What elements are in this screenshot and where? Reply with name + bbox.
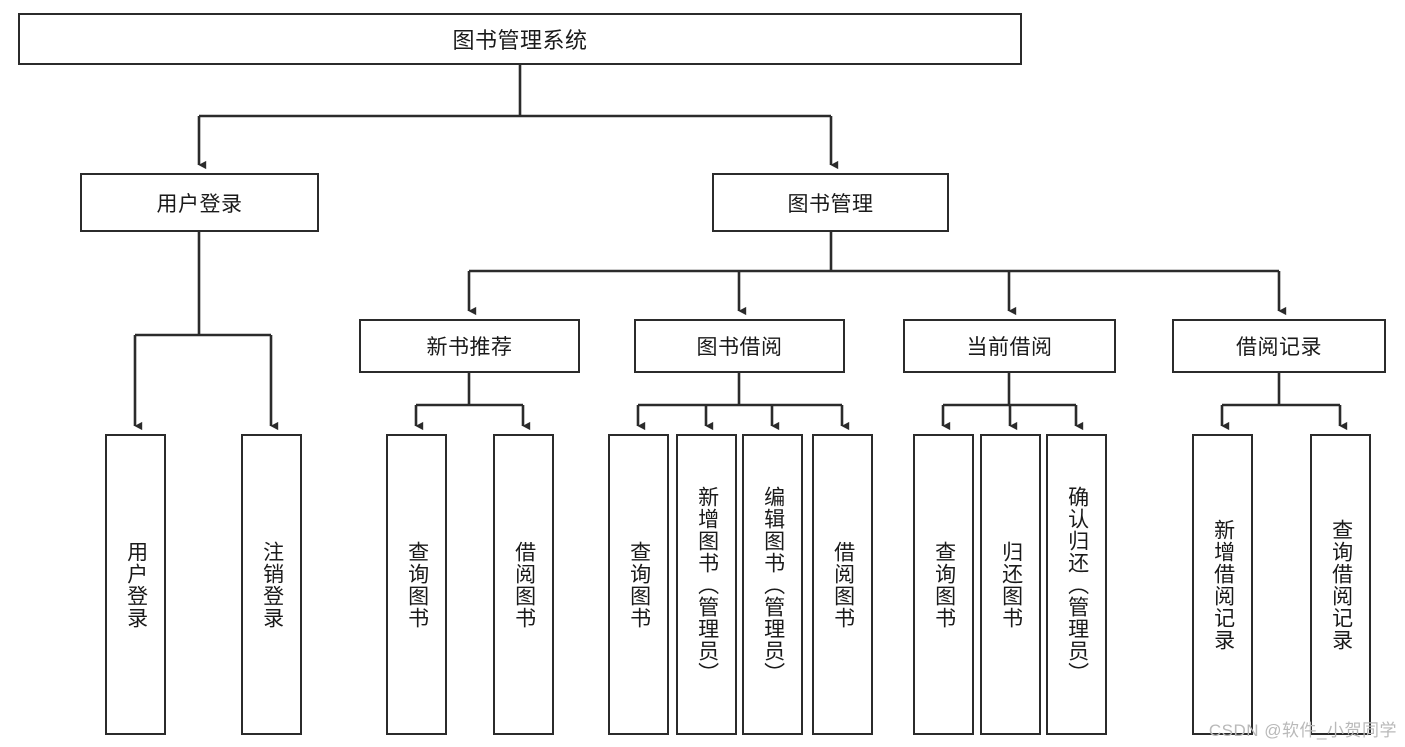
node-label: 查询图书 <box>405 540 429 629</box>
node-leaf-user-login[interactable]: 用户登录 <box>105 434 166 735</box>
node-leaf-edit-book[interactable]: 编辑图书（管理员） <box>742 434 803 735</box>
node-label: 图书管理 <box>787 192 874 216</box>
node-label: 查询图书 <box>932 540 956 629</box>
node-label: 新增借阅记录 <box>1211 518 1235 651</box>
node-borrow-record[interactable]: 借阅记录 <box>1172 319 1386 373</box>
node-label: 注销登录 <box>260 540 284 629</box>
node-leaf-query-book-2[interactable]: 查询图书 <box>608 434 669 735</box>
node-label: 归还图书 <box>999 540 1023 629</box>
node-leaf-query-book-1[interactable]: 查询图书 <box>386 434 447 735</box>
node-book-borrow[interactable]: 图书借阅 <box>634 319 845 373</box>
node-label: 编辑图书（管理员） <box>761 485 785 684</box>
node-label: 当前借阅 <box>966 336 1053 359</box>
node-current-borrow[interactable]: 当前借阅 <box>903 319 1116 373</box>
node-label: 图书管理系统 <box>452 28 588 53</box>
node-leaf-return-book[interactable]: 归还图书 <box>980 434 1041 735</box>
node-label: 用户登录 <box>124 540 148 629</box>
node-label: 新增图书（管理员） <box>695 485 719 684</box>
node-leaf-add-book[interactable]: 新增图书（管理员） <box>676 434 737 735</box>
node-label: 查询图书 <box>627 540 651 629</box>
node-root-book-management-system[interactable]: 图书管理系统 <box>18 13 1022 65</box>
node-leaf-borrow-book-2[interactable]: 借阅图书 <box>812 434 873 735</box>
node-leaf-query-book-3[interactable]: 查询图书 <box>913 434 974 735</box>
node-book-management[interactable]: 图书管理 <box>712 173 949 232</box>
node-leaf-borrow-book-1[interactable]: 借阅图书 <box>493 434 554 735</box>
node-label: 借阅记录 <box>1236 336 1322 359</box>
node-label: 用户登录 <box>156 192 243 216</box>
node-label: 图书借阅 <box>696 336 783 359</box>
node-label: 新书推荐 <box>426 336 513 359</box>
node-leaf-logout-login[interactable]: 注销登录 <box>241 434 302 735</box>
csdn-watermark: CSDN @软件_小贺同学 <box>1208 721 1397 740</box>
node-new-book-recommend[interactable]: 新书推荐 <box>359 319 580 373</box>
node-leaf-query-borrow-record[interactable]: 查询借阅记录 <box>1310 434 1371 735</box>
node-label: 借阅图书 <box>831 540 855 629</box>
node-leaf-confirm-return[interactable]: 确认归还（管理员） <box>1046 434 1107 735</box>
node-user-login[interactable]: 用户登录 <box>80 173 319 232</box>
node-label: 查询借阅记录 <box>1329 518 1353 651</box>
node-label: 借阅图书 <box>512 540 536 629</box>
node-leaf-add-borrow-record[interactable]: 新增借阅记录 <box>1192 434 1253 735</box>
node-label: 确认归还（管理员） <box>1065 485 1089 684</box>
